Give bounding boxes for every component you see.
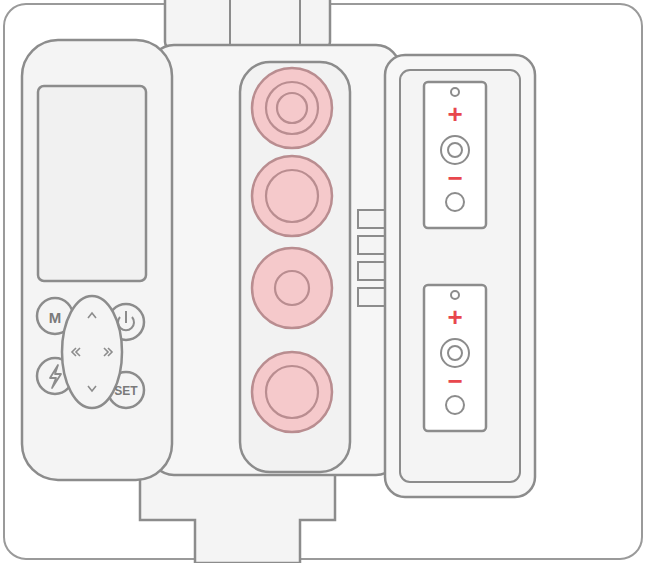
negative-terminal: −	[447, 165, 462, 191]
mode-button-label: M	[49, 310, 62, 325]
positive-terminal: +	[447, 101, 462, 127]
positive-terminal: +	[447, 304, 462, 330]
set-button-label: SET	[114, 385, 137, 397]
negative-terminal: −	[447, 368, 462, 394]
